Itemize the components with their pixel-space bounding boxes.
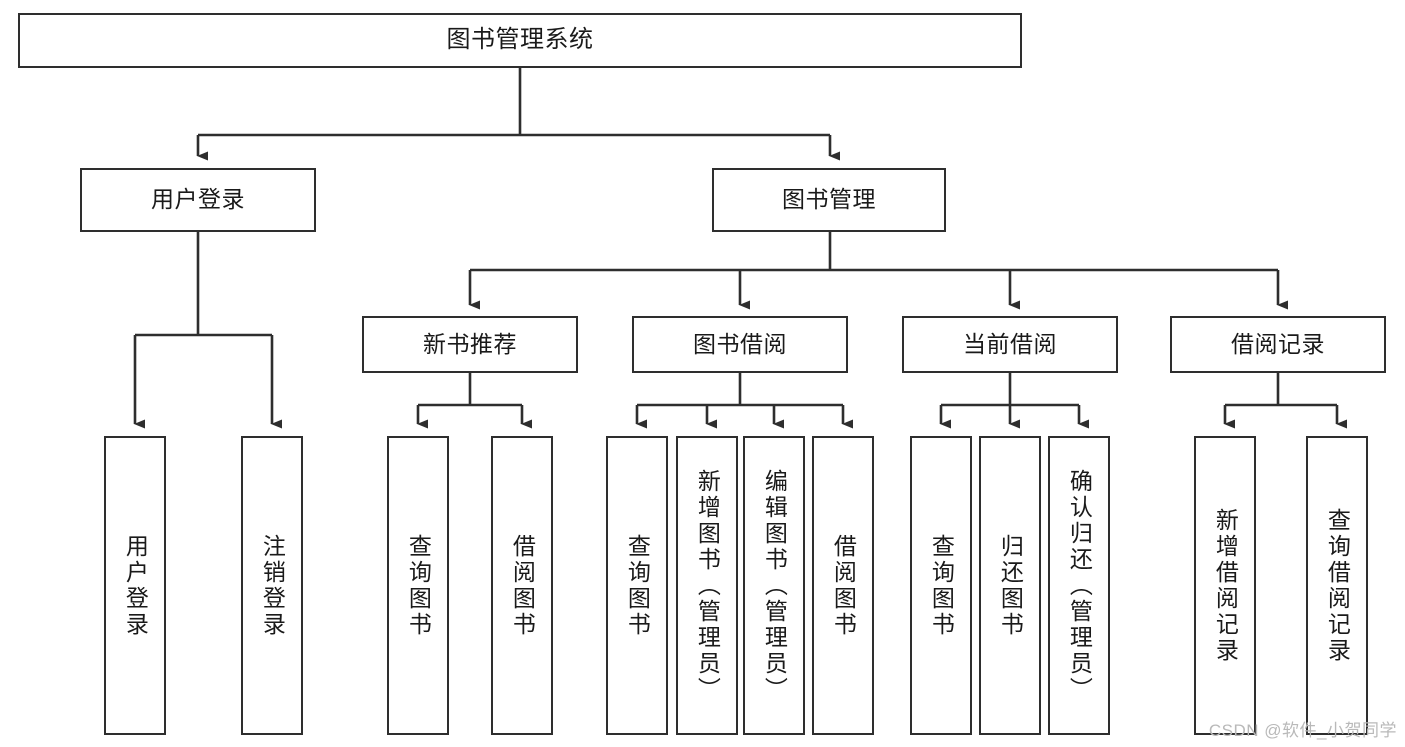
leaf-edit-book-admin[interactable]: 编辑图书（管理员）: [743, 436, 805, 735]
node-label: 注销登录: [259, 533, 286, 638]
node-label: 新书推荐: [423, 330, 517, 357]
node-book-borrowing[interactable]: 图书借阅: [632, 316, 848, 373]
leaf-user-login[interactable]: 用户登录: [104, 436, 166, 735]
node-label: 新增借阅记录: [1212, 507, 1239, 664]
node-label: 用户登录: [122, 533, 149, 638]
csdn-watermark: CSDN @软件_小贺同学: [1208, 721, 1397, 740]
node-label: 归还图书: [997, 533, 1024, 638]
node-label: 当前借阅: [963, 330, 1057, 357]
node-book-management[interactable]: 图书管理: [712, 168, 946, 232]
leaf-borrow-books[interactable]: 借阅图书: [812, 436, 874, 735]
leaf-borrow-books-new[interactable]: 借阅图书: [491, 436, 553, 735]
leaf-return-books[interactable]: 归还图书: [979, 436, 1041, 735]
node-label: 确认归还（管理员）: [1066, 468, 1093, 703]
leaf-add-borrow-record[interactable]: 新增借阅记录: [1194, 436, 1256, 735]
node-label: 借阅记录: [1231, 330, 1325, 357]
node-new-book-recommendation[interactable]: 新书推荐: [362, 316, 578, 373]
leaf-query-books-new[interactable]: 查询图书: [387, 436, 449, 735]
node-label: 图书管理: [782, 186, 876, 213]
node-user-login[interactable]: 用户登录: [80, 168, 316, 232]
node-label: 编辑图书（管理员）: [761, 468, 788, 703]
leaf-logout[interactable]: 注销登录: [241, 436, 303, 735]
node-label: 新增图书（管理员）: [694, 468, 721, 703]
node-borrow-records[interactable]: 借阅记录: [1170, 316, 1386, 373]
node-label: 查询借阅记录: [1324, 507, 1351, 664]
node-root-book-management-system[interactable]: 图书管理系统: [18, 13, 1022, 68]
node-current-borrowing[interactable]: 当前借阅: [902, 316, 1118, 373]
leaf-add-book-admin[interactable]: 新增图书（管理员）: [676, 436, 738, 735]
node-label: 借阅图书: [509, 533, 536, 638]
node-label: 图书管理系统: [446, 26, 594, 54]
node-label: 查询图书: [624, 533, 651, 638]
node-label: 借阅图书: [830, 533, 857, 638]
leaf-query-books-current[interactable]: 查询图书: [910, 436, 972, 735]
leaf-query-books-borrow[interactable]: 查询图书: [606, 436, 668, 735]
node-label: 查询图书: [928, 533, 955, 638]
leaf-confirm-return-admin[interactable]: 确认归还（管理员）: [1048, 436, 1110, 735]
node-label: 用户登录: [151, 186, 245, 213]
node-label: 图书借阅: [693, 330, 787, 357]
node-label: 查询图书: [405, 533, 432, 638]
leaf-query-borrow-record[interactable]: 查询借阅记录: [1306, 436, 1368, 735]
